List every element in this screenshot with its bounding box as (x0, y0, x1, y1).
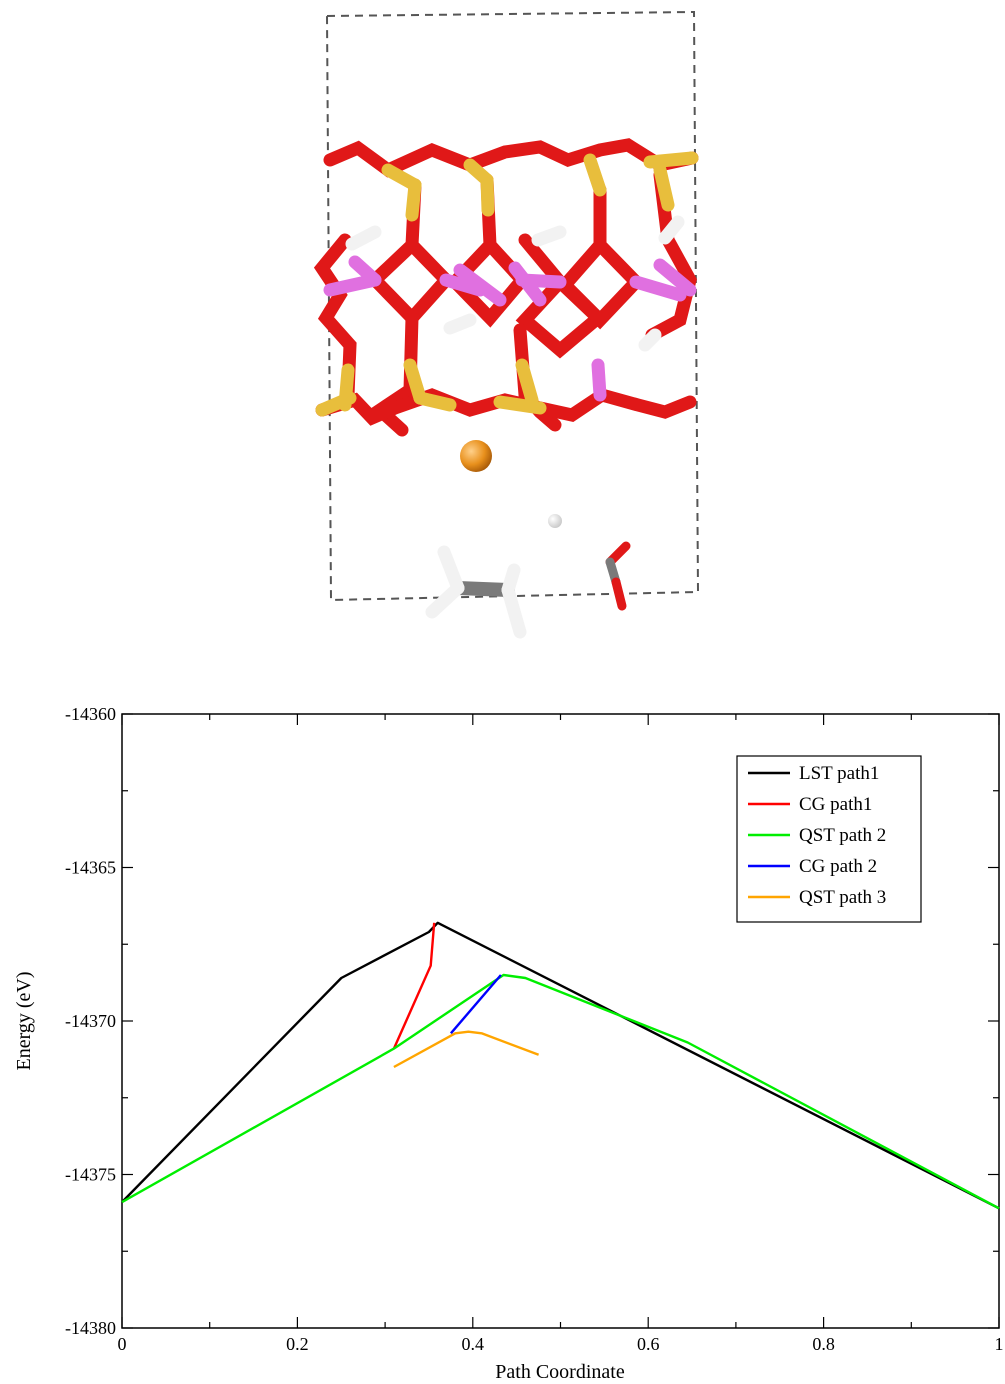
metal-atom (460, 440, 492, 472)
al-bond (653, 258, 697, 297)
si-bond (493, 395, 547, 415)
legend-label: QST path 2 (799, 825, 886, 846)
c-h-bond (425, 581, 465, 619)
framework-bonds-red (313, 138, 699, 437)
y-tick-label: -14375 (65, 1165, 116, 1185)
x-tick-label: 0.8 (812, 1334, 835, 1354)
c-h-bond (501, 583, 527, 639)
h-bond (443, 313, 477, 335)
si-bond (653, 163, 675, 212)
silicon-bonds (315, 151, 699, 417)
c-c-bond (451, 581, 515, 597)
si-bond (515, 358, 539, 407)
hydroxyl-hydrogens (345, 215, 685, 352)
si-bond (413, 391, 457, 412)
al-bond (591, 358, 607, 402)
series-line-qst-path-2 (121, 973, 1000, 1210)
x-tick-label: 0.4 (462, 1334, 485, 1354)
y-tick-label: -14360 (65, 704, 116, 724)
legend-label: QST path 3 (799, 887, 886, 908)
legend-label: CG path 2 (799, 856, 877, 877)
carboxyl-fragment (605, 541, 631, 611)
si-bond (643, 151, 699, 169)
si-bond (480, 173, 495, 217)
right-edge (645, 168, 697, 342)
aluminum-bonds (323, 255, 697, 402)
h-bond (345, 225, 382, 251)
si-bond (583, 153, 607, 197)
si-bond (405, 178, 422, 222)
y-axis-label: Energy (eV) (13, 971, 35, 1070)
molecular-structure (313, 10, 700, 639)
series-line-cg-path-2 (449, 974, 502, 1035)
series-lines (121, 921, 1000, 1210)
y-tick-label: -14380 (65, 1318, 116, 1338)
y-tick-label: -14365 (65, 858, 116, 878)
al-bond (348, 255, 382, 287)
x-axis-label: Path Coordinate (495, 1361, 625, 1383)
lower-left (369, 311, 419, 437)
cage-right (556, 183, 646, 330)
hydrocarbon-molecule (425, 545, 527, 639)
h-bond (638, 328, 662, 352)
y-tick-label: -14370 (65, 1011, 116, 1031)
h-bond (658, 215, 685, 245)
x-tick-label: 0.2 (286, 1334, 309, 1354)
legend-box (736, 755, 922, 923)
al-bond (629, 275, 687, 302)
cage-left (365, 178, 455, 328)
hydrogen-atom (548, 514, 562, 528)
c-o-bond (611, 577, 627, 611)
al-bond (508, 261, 547, 307)
left-edge (313, 233, 357, 402)
unit-cell-box (325, 10, 700, 602)
si-bond (315, 391, 357, 417)
series-line-cg-path1 (392, 922, 436, 1050)
x-tick-labels: 0 0.2 0.4 0.6 0.8 1 (118, 1334, 1004, 1354)
axis-ticks (121, 713, 1000, 1329)
y-tick-labels: -14380 -14375 -14370 -14365 -14360 (65, 704, 116, 1338)
legend-label: LST path1 (799, 763, 879, 784)
x-tick-label: 0.6 (637, 1334, 660, 1354)
legend-label: CG path1 (799, 794, 872, 815)
h-bond (531, 225, 567, 247)
al-bond (453, 263, 507, 307)
x-tick-label: 1 (995, 1334, 1004, 1354)
x-tick-label: 0 (118, 1334, 127, 1354)
series-line-qst-path-3 (393, 1030, 540, 1069)
